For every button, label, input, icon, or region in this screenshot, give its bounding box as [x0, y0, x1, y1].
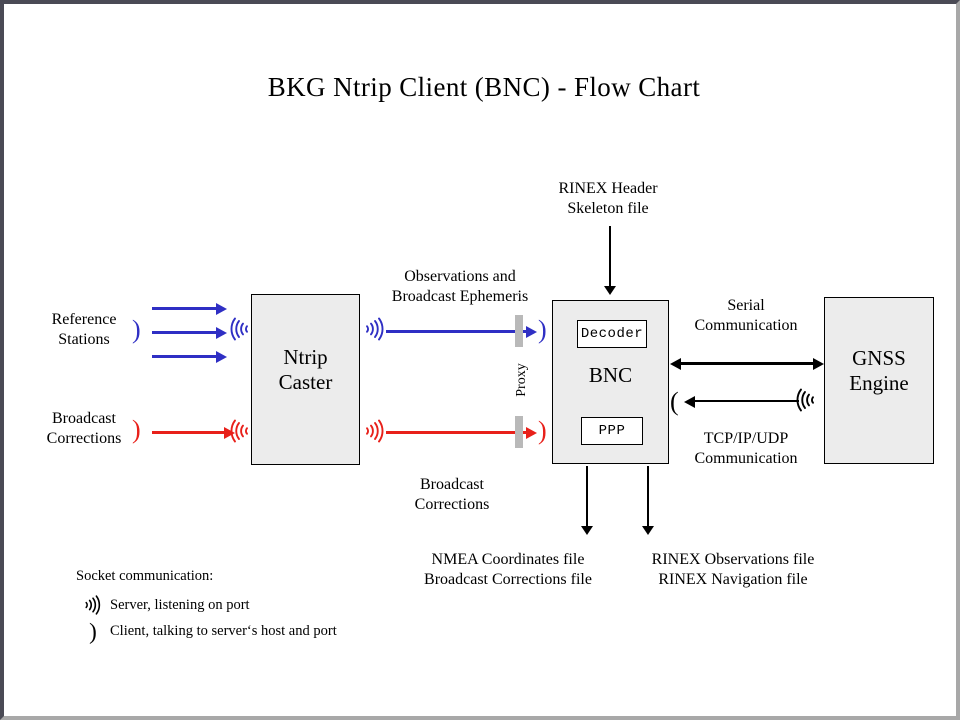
client-socket-icon-broadcast-corrections: ): [132, 415, 141, 444]
client-socket-icon-bnc-tcpip: (: [670, 387, 679, 416]
label-broadcast-corrections-source: Broadcast Corrections: [46, 410, 122, 447]
server-socket-icon-caster-corr: [228, 418, 250, 449]
node-bnc-label: BNC: [588, 363, 633, 387]
server-socket-icon-gnss-engine: [794, 387, 816, 418]
client-socket-icon-reference-stations: ): [132, 315, 141, 344]
proxy-bar-top: [515, 315, 523, 347]
label-rinex-skeleton: RINEX Header Skeleton file: [558, 180, 658, 217]
node-gnss-engine-label: GNSS Engine: [849, 346, 909, 395]
label-nmea-output-files: NMEA Coordinates file Broadcast Correcti…: [424, 551, 592, 588]
legend: Socket communication: Server, listening …: [76, 568, 337, 646]
server-socket-icon-caster-obs: [228, 316, 250, 347]
node-ntrip-caster-label: Ntrip Caster: [278, 345, 333, 394]
label-broadcast-corrections-flow: Broadcast Corrections: [414, 476, 490, 513]
page-title: BKG Ntrip Client (BNC) - Flow Chart: [267, 72, 701, 102]
proxy-label: Proxy: [514, 363, 529, 397]
label-observations-ephemeris: Observations and Broadcast Ephemeris: [391, 268, 529, 305]
legend-label-client: Client, talking to server‘s host and por…: [110, 622, 337, 639]
legend-row-server: Server, listening on port: [76, 594, 337, 616]
legend-heading: Socket communication:: [76, 568, 214, 584]
server-socket-icon-legend: [76, 594, 110, 616]
label-serial-communication: Serial Communication: [694, 297, 798, 334]
client-socket-icon-bnc-corr: ): [538, 416, 547, 445]
node-decoder[interactable]: Decoder: [577, 320, 647, 348]
label-tcpip-communication: TCP/IP/UDP Communication: [694, 430, 798, 467]
client-socket-icon-bnc-obs: ): [538, 315, 547, 344]
node-ppp[interactable]: PPP: [581, 417, 643, 445]
proxy-bar-bottom: [515, 416, 523, 448]
legend-label-server: Server, listening on port: [110, 596, 250, 613]
legend-row-client: ) Client, talking to server‘s host and p…: [76, 618, 337, 644]
node-gnss-engine[interactable]: GNSS Engine: [824, 297, 934, 464]
server-socket-icon-caster-out-obs: [364, 316, 386, 347]
server-socket-icon-caster-out-corr: [364, 418, 386, 449]
label-rinex-output-files: RINEX Observations file RINEX Navigation…: [651, 551, 815, 588]
client-socket-icon-legend: ): [89, 618, 97, 644]
node-ntrip-caster[interactable]: Ntrip Caster: [251, 294, 360, 465]
label-reference-stations: Reference Stations: [51, 311, 117, 348]
node-bnc[interactable]: Decoder BNC PPP: [552, 300, 669, 464]
